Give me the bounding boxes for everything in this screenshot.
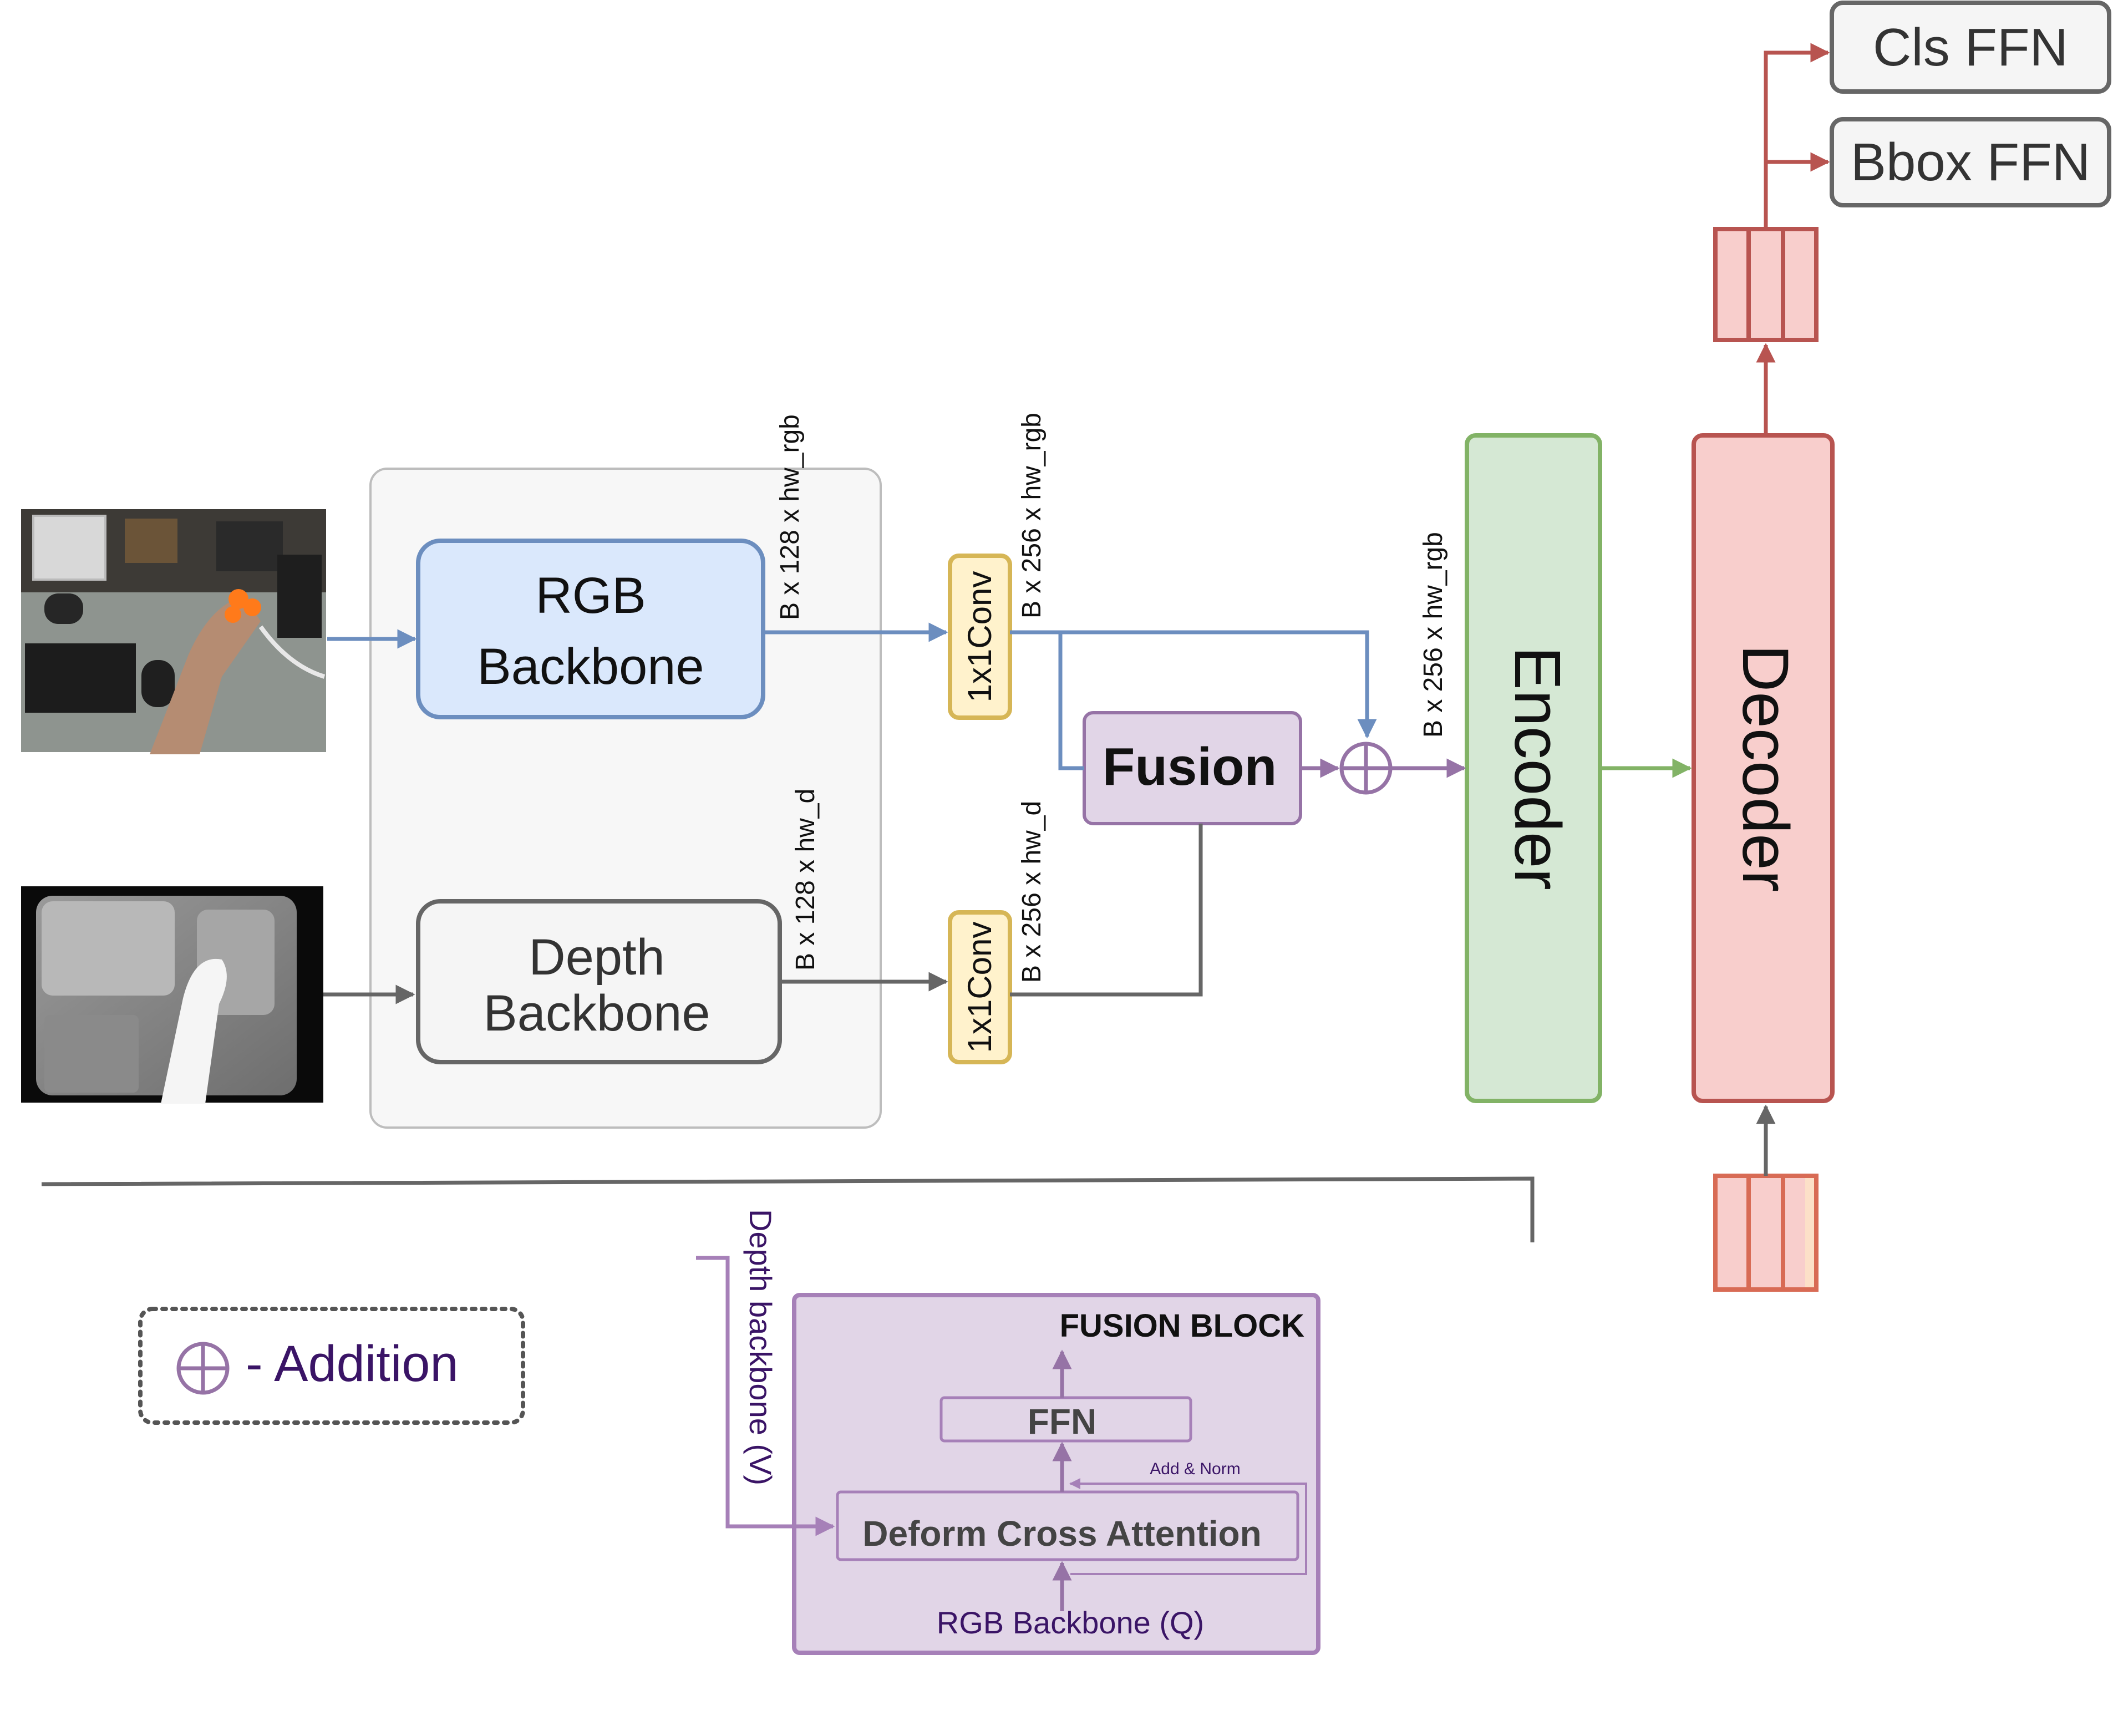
value-source-connector <box>696 1256 835 1536</box>
depth-flow-arrows <box>323 824 1203 1004</box>
conv-depth-out-dim: B x 256 x hw_d <box>1017 801 1047 983</box>
rgb-backbone-block[interactable] <box>416 539 765 719</box>
add-norm-connector <box>1069 1478 1307 1575</box>
bbox-ffn-block[interactable] <box>1830 117 2111 207</box>
ffn-detail-label: FFN <box>1028 1402 1096 1441</box>
sum-out-dim: B x 256 x hw_rgb <box>1419 532 1448 738</box>
conv-depth-block[interactable] <box>948 910 1012 1064</box>
depth-input-image <box>21 886 323 1104</box>
depth-backbone-out-dim: B x 128 x hw_d <box>791 789 820 971</box>
deform-attention-label: Deform Cross Attention <box>862 1514 1261 1554</box>
rgb-backbone-label-line2: Backbone <box>477 638 704 695</box>
object-query-tokens <box>1713 1174 1819 1292</box>
addition-node <box>1339 742 1393 795</box>
conv-rgb-out-dim: B x 256 x hw_rgb <box>1017 413 1047 618</box>
ffn-detail-block[interactable] <box>939 1396 1192 1443</box>
conv-rgb-label: 1x1Conv <box>961 571 998 703</box>
depth-backbone-label-line2: Backbone <box>483 985 710 1042</box>
legend-addition-text: - Addition <box>246 1336 459 1392</box>
depth-backbone-label-line1: Depth <box>529 929 665 986</box>
fusion-detail-title: FUSION BLOCK <box>1060 1308 1305 1344</box>
section-divider <box>41 1176 1535 1242</box>
conv-rgb-block[interactable] <box>948 554 1012 720</box>
query-source-label: RGB Backbone (Q) <box>937 1605 1204 1640</box>
encoder-label: Encoder <box>1501 646 1574 890</box>
rgb-backbone-out-dim: B x 128 x hw_rgb <box>775 414 805 620</box>
decoder-head-arrows <box>1756 43 1830 435</box>
bbox-ffn-label: Bbox FFN <box>1851 133 2090 192</box>
conv-depth-label: 1x1Conv <box>961 922 998 1053</box>
rgb-backbone-label-line1: RGB <box>535 567 646 624</box>
decoder-label: Decoder <box>1729 644 1802 892</box>
decoder-output-tokens <box>1713 227 1819 342</box>
rgb-input-image <box>21 509 326 754</box>
fusion-detail-panel <box>792 1293 1320 1655</box>
legend-addition-icon <box>176 1342 230 1395</box>
cls-ffn-label: Cls FFN <box>1873 18 2068 77</box>
legend-box <box>138 1307 525 1425</box>
deform-attention-block[interactable] <box>836 1490 1299 1561</box>
fusion-label: Fusion <box>1103 737 1277 796</box>
value-source-label: Depth backbone (V) <box>743 1209 778 1485</box>
add-norm-label: Add & Norm <box>1150 1460 1240 1478</box>
rgb-flow-arrows <box>327 622 1377 770</box>
decoder-block[interactable] <box>1692 433 1835 1103</box>
cls-ffn-block[interactable] <box>1830 1 2111 94</box>
